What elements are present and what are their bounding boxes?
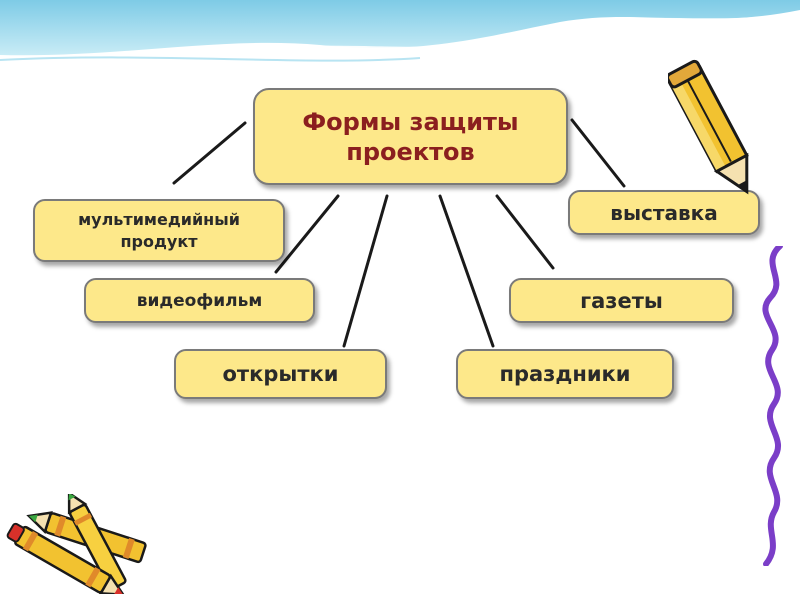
node-newspapers-label: газеты (580, 288, 663, 313)
node-multimedia-label: мультимедийный продукт (78, 209, 240, 251)
crayons-icon (6, 494, 147, 594)
node-exhibition: выставка (568, 190, 760, 235)
root-node: Формы защиты проектов (253, 88, 568, 185)
squiggle-line (762, 246, 783, 566)
node-multimedia: мультимедийный продукт (33, 199, 285, 262)
node-exhibition-label: выставка (610, 200, 718, 225)
connector-newspapers (495, 194, 555, 270)
pencil-icon (668, 59, 749, 195)
connector-exhibition (570, 118, 626, 188)
node-postcards-label: открытки (222, 362, 339, 386)
connector-holidays (438, 194, 495, 348)
node-holidays-label: праздники (499, 362, 631, 386)
connector-multimedia (172, 121, 247, 185)
connector-videofilm (274, 194, 340, 274)
node-newspapers: газеты (509, 278, 734, 323)
connector-postcards (342, 194, 389, 348)
header-wave (0, 0, 800, 62)
root-label: Формы защиты проектов (302, 107, 519, 166)
node-videofilm: видеофильм (84, 278, 315, 323)
node-postcards: открытки (174, 349, 387, 399)
node-holidays: праздники (456, 349, 674, 399)
node-videofilm-label: видеофильм (136, 290, 263, 311)
